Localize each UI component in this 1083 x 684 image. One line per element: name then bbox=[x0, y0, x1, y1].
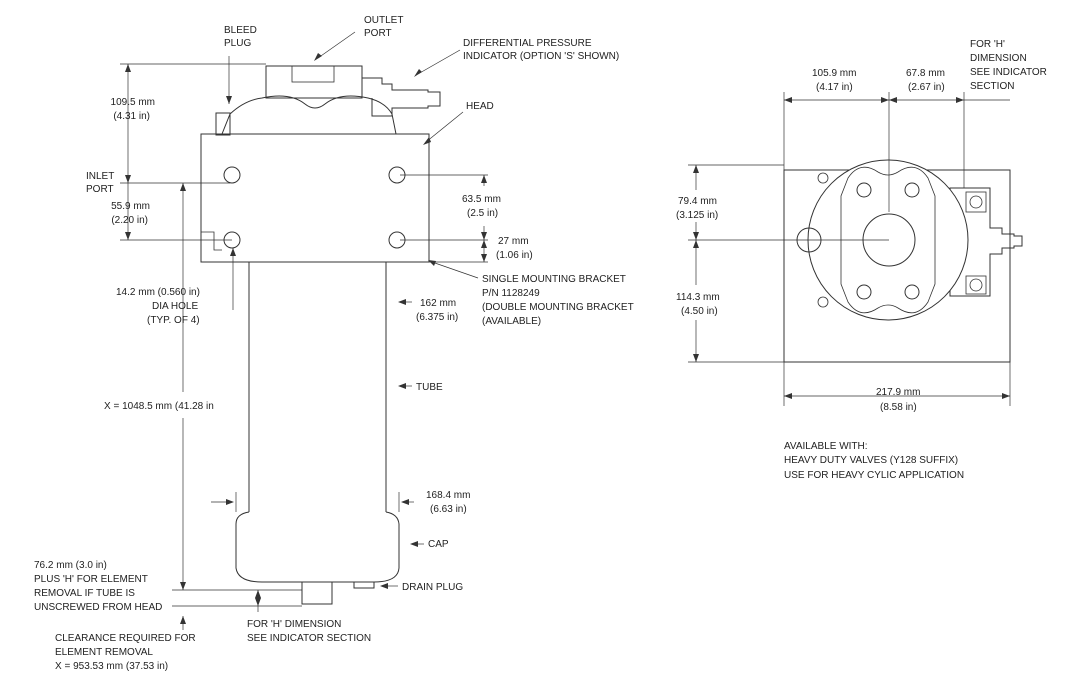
clearance-note-2: ELEMENT REMOVAL bbox=[55, 647, 153, 658]
bracket-notch bbox=[201, 231, 222, 251]
dim-63-mm: 63.5 mm bbox=[462, 194, 501, 205]
dim-109-mm: 109.5 mm bbox=[111, 97, 155, 108]
tube-label: TUBE bbox=[416, 382, 443, 393]
top-view-labels: 105.9 mm (4.17 in) 67.8 mm (2.67 in) FOR… bbox=[676, 39, 1047, 481]
availability-2: HEAVY DUTY VALVES (Y128 SUFFIX) bbox=[784, 455, 958, 466]
inner-flange bbox=[840, 166, 936, 314]
inlet-port-hole bbox=[223, 166, 241, 184]
removal-note-1: 76.2 mm (3.0 in) bbox=[34, 560, 107, 571]
dim-x1048: X = 1048.5 mm (41.28 in bbox=[104, 401, 214, 412]
cap-label: CAP bbox=[428, 539, 449, 550]
inlet-port-label-2: PORT bbox=[86, 184, 114, 195]
h-note-1: FOR 'H' bbox=[970, 39, 1005, 50]
availability-3: USE FOR HEAVY CYLIC APPLICATION bbox=[784, 470, 964, 481]
cap bbox=[235, 511, 400, 583]
removal-note-4: UNSCREWED FROM HEAD bbox=[34, 602, 162, 613]
outlet-port-label-2: PORT bbox=[364, 28, 392, 39]
dim-105-in: (4.17 in) bbox=[816, 82, 853, 93]
removal-note-2: PLUS 'H' FOR ELEMENT bbox=[34, 574, 148, 585]
diff-indicator-label-1: DIFFERENTIAL PRESSURE bbox=[463, 38, 592, 49]
head-label: HEAD bbox=[466, 101, 494, 112]
dim-27-in: (1.06 in) bbox=[496, 250, 533, 261]
bracket-label-1: SINGLE MOUNTING BRACKET bbox=[482, 274, 626, 285]
dim-105-mm: 105.9 mm bbox=[812, 68, 856, 79]
bracket-label-3: (DOUBLE MOUNTING BRACKET bbox=[482, 302, 634, 313]
clearance-note-3: X = 953.53 mm (37.53 in) bbox=[55, 661, 168, 672]
indicator-housing bbox=[949, 187, 1023, 297]
bleed-plug bbox=[215, 112, 231, 136]
dim-55-in: (2.20 in) bbox=[111, 215, 148, 226]
removal-note-3: REMOVAL IF TUBE IS bbox=[34, 588, 135, 599]
side-view bbox=[200, 65, 441, 605]
bleed-plug-label-1: BLEED bbox=[224, 25, 257, 36]
diff-indicator-label-2: INDICATOR (OPTION 'S' SHOWN) bbox=[463, 51, 619, 62]
dim-168-in: (6.63 in) bbox=[430, 504, 467, 515]
h-dim-note-1: FOR 'H' DIMENSION bbox=[247, 619, 341, 630]
dim-27-mm: 27 mm bbox=[498, 236, 529, 247]
side-view-labels: BLEED PLUG OUTLET PORT DIFFERENTIAL PRES… bbox=[34, 15, 634, 672]
dim-162-mm: 162 mm bbox=[420, 298, 456, 309]
h-note-3: SEE INDICATOR bbox=[970, 67, 1047, 78]
top-view bbox=[783, 159, 1023, 363]
bolt-hole-4 bbox=[904, 284, 920, 300]
dia-hole-label-2: DIA HOLE bbox=[152, 301, 198, 312]
dim-168-mm: 168.4 mm bbox=[426, 490, 470, 501]
bolt-hole-1 bbox=[856, 182, 872, 198]
bolt-hole-2 bbox=[904, 182, 920, 198]
dim-79-in: (3.125 in) bbox=[676, 210, 718, 221]
head-block bbox=[200, 133, 430, 263]
dim-162-in: (6.375 in) bbox=[416, 312, 458, 323]
bleed-plug-label-2: PLUG bbox=[224, 38, 251, 49]
dim-217-mm: 217.9 mm bbox=[876, 387, 920, 398]
inlet-port-label-1: INLET bbox=[86, 171, 114, 182]
bracket-label-4: (AVAILABLE) bbox=[482, 316, 541, 327]
bracket-label-2: P/N 1128249 bbox=[482, 288, 540, 299]
drain-boss bbox=[301, 581, 333, 605]
dim-114-in: (4.50 in) bbox=[681, 306, 718, 317]
dim-55-mm: 55.9 mm bbox=[111, 201, 150, 212]
dim-63-in: (2.5 in) bbox=[467, 208, 498, 219]
bolt-hole-3 bbox=[856, 284, 872, 300]
top-dimension-lines bbox=[688, 92, 1011, 406]
side-dimension-lines bbox=[120, 31, 488, 630]
availability-1: AVAILABLE WITH: bbox=[784, 441, 868, 452]
dim-217-in: (8.58 in) bbox=[880, 402, 917, 413]
drain-plug-label: DRAIN PLUG bbox=[402, 582, 463, 593]
dim-79-mm: 79.4 mm bbox=[678, 196, 717, 207]
dia-hole-label-3: (TYP. OF 4) bbox=[147, 315, 200, 326]
dim-67-in: (2.67 in) bbox=[908, 82, 945, 93]
h-dim-note-2: SEE INDICATOR SECTION bbox=[247, 633, 371, 644]
dia-hole-label-1: 14.2 mm (0.560 in) bbox=[116, 287, 200, 298]
h-note-2: DIMENSION bbox=[970, 53, 1027, 64]
clearance-note-1: CLEARANCE REQUIRED FOR bbox=[55, 633, 196, 644]
drain-plug bbox=[353, 581, 375, 589]
head-dome bbox=[221, 95, 397, 135]
diff-pressure-indicator bbox=[362, 77, 441, 117]
outlet-port-label-1: OUTLET bbox=[364, 15, 403, 26]
dim-114-mm: 114.3 mm bbox=[676, 292, 720, 303]
dim-67-mm: 67.8 mm bbox=[906, 68, 945, 79]
dim-109-in: (4.31 in) bbox=[113, 111, 150, 122]
h-note-4: SECTION bbox=[970, 81, 1014, 92]
